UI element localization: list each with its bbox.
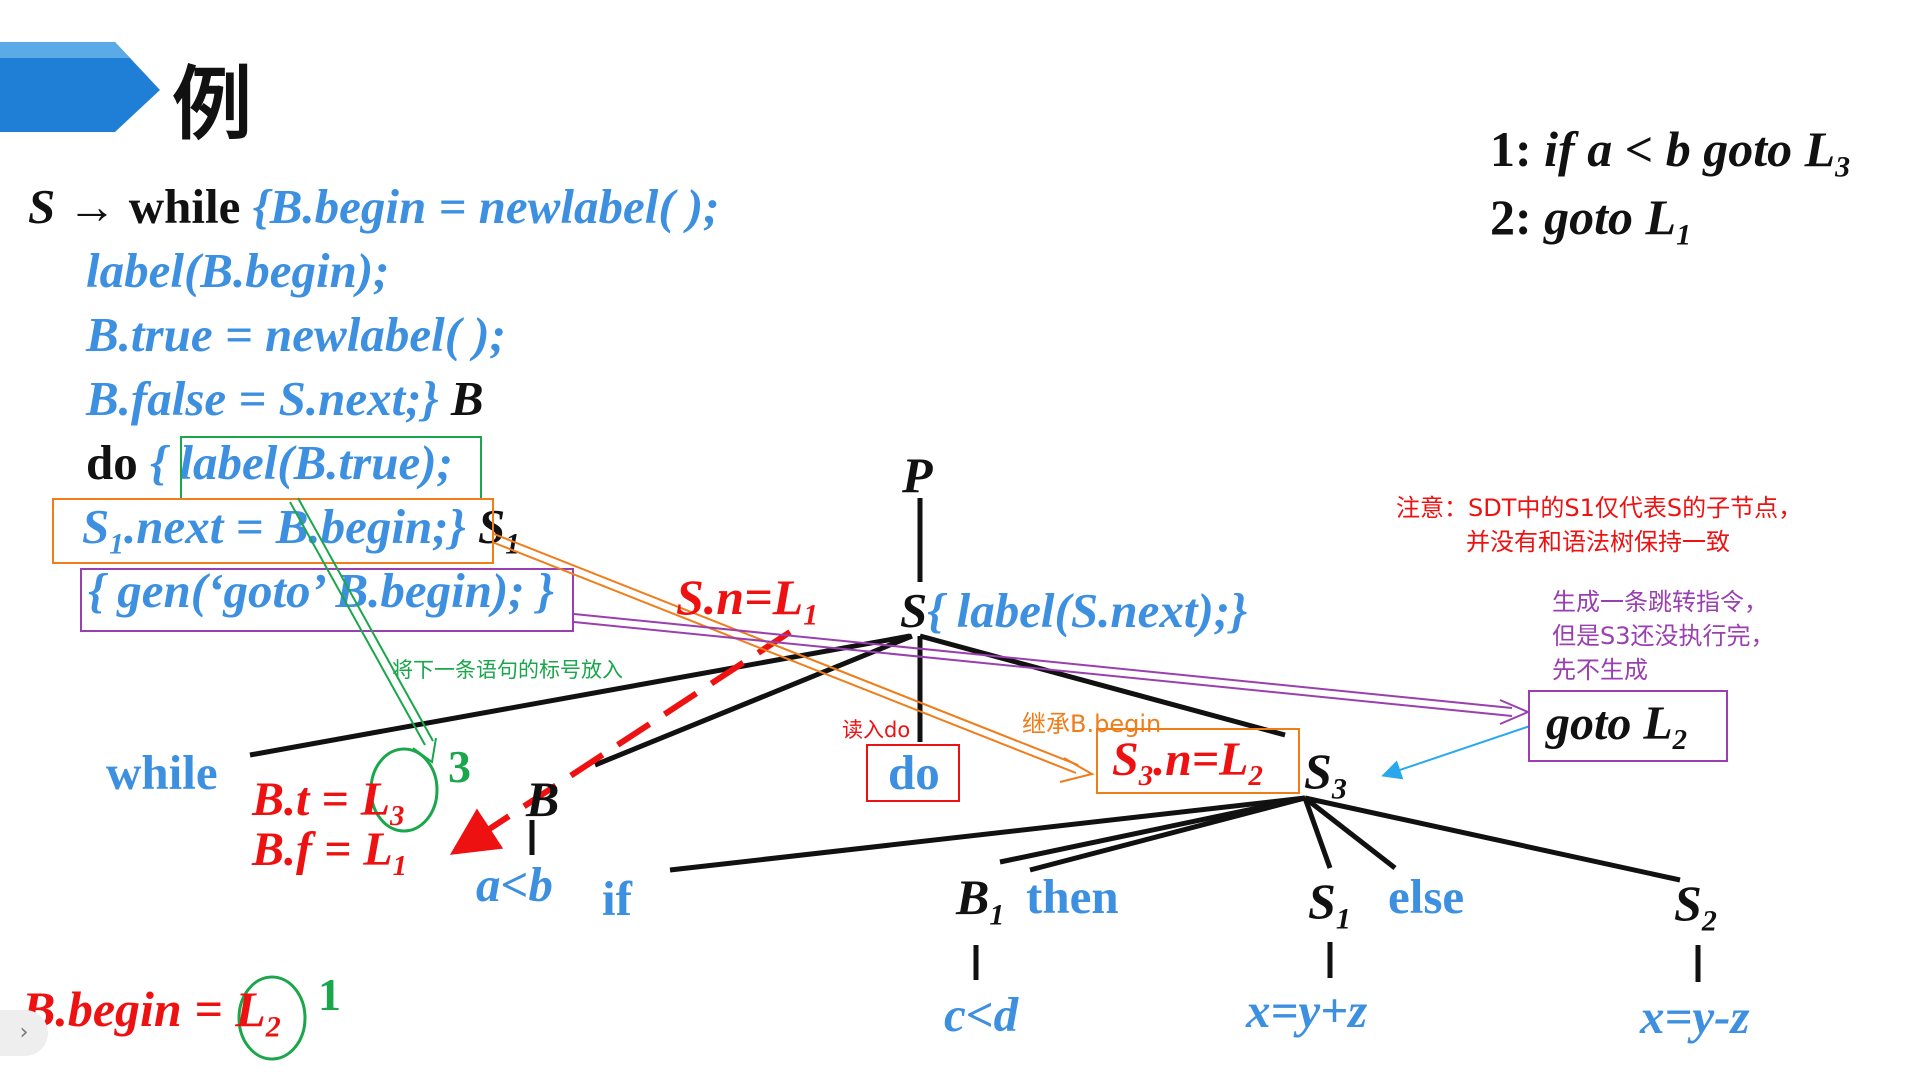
node-P: P xyxy=(902,447,933,503)
node-B1: B1 xyxy=(956,868,1004,930)
attr-S-next-text: S.n=L xyxy=(676,569,804,625)
sdt-brace: { xyxy=(150,435,168,490)
attr-S3-next: S3.n=L2 xyxy=(1112,732,1263,790)
attr-B-begin-sub: 2 xyxy=(265,1010,281,1044)
node-do: do xyxy=(888,745,940,800)
attr-B-begin-text: B.begin = xyxy=(22,981,223,1037)
node-a-lt-b: a<b xyxy=(476,857,553,912)
sdt-line-2: label(B.begin); xyxy=(86,243,390,298)
sdt-gen-goto: { gen(‘goto’ B.begin); xyxy=(88,563,525,618)
sdt-action-4: B.false = S.next;} xyxy=(86,371,439,426)
sdt-semicolon: ; xyxy=(436,435,453,490)
orange-box-s1-next xyxy=(52,498,494,564)
node-S1-label: S xyxy=(1308,873,1336,929)
node-S2-sub: 2 xyxy=(1701,904,1717,938)
node-else: else xyxy=(1388,869,1465,924)
sdt-s1-sub: 1 xyxy=(109,528,124,561)
sdt-do-keyword: do xyxy=(86,435,138,490)
node-do-box xyxy=(866,744,960,802)
node-x-eq-y-plus-z: x=y+z xyxy=(1246,983,1368,1038)
code-line-1-num: 1: xyxy=(1490,121,1532,177)
sdt-close-brace: } xyxy=(536,563,554,618)
attr-S-next: S.n=L1 xyxy=(676,568,818,630)
purple-box-goto-L2 xyxy=(1528,690,1728,762)
attr-S3-next-text: .n=L xyxy=(1153,733,1249,786)
code-line-1: 1: if a < b goto L3 xyxy=(1490,120,1850,182)
page-title: 例 xyxy=(172,58,252,151)
sdt-line-1: S → while {B.begin = newlabel( ); xyxy=(28,178,720,235)
attr-B-false-text: B.f = L xyxy=(252,823,393,876)
note-red-line-2: 并没有和语法树保持一致 xyxy=(1466,528,1730,556)
note-inherit-begin: 继承B.begin xyxy=(1022,710,1162,738)
goto-L2: goto L2 xyxy=(1546,696,1687,754)
title-banner xyxy=(0,42,160,132)
sdt-while-keyword: while xyxy=(128,179,241,234)
node-S2-label: S xyxy=(1674,875,1702,931)
note-read-do: 读入do xyxy=(842,718,911,742)
attr-B-true-text: B.t = xyxy=(252,773,361,826)
node-S: S{ label(S.next);} xyxy=(900,582,1247,639)
code-line-1-text: if a < b goto L xyxy=(1544,121,1836,177)
node-S1-sub: 1 xyxy=(1335,902,1351,936)
attr-B-begin-L: L xyxy=(235,981,266,1037)
code-line-2-num: 2: xyxy=(1490,189,1532,245)
sdt-line-5: do { label(B.true); xyxy=(86,434,453,491)
note-purple-line-2: 但是S3还没执行完， xyxy=(1552,622,1775,650)
node-S3: S3 xyxy=(1304,742,1347,804)
node-S2: S2 xyxy=(1674,874,1717,936)
sdt-line-4: B.false = S.next;} B xyxy=(86,370,484,427)
attr-S3-next-sub2: 2 xyxy=(1248,760,1263,793)
chevron-right-icon: › xyxy=(19,1020,29,1045)
node-B1-sub: 1 xyxy=(989,898,1005,932)
node-c-lt-d: c<d xyxy=(944,987,1019,1042)
node-S1: S1 xyxy=(1308,872,1351,934)
attr-S-next-sub: 1 xyxy=(803,598,819,632)
sdt-line-3: B.true = newlabel( ); xyxy=(86,307,506,362)
node-S-action: { label(S.next);} xyxy=(927,583,1248,638)
sdt-label-btrue: label(B.true) xyxy=(179,435,437,490)
orange-box-S3-next xyxy=(1096,728,1300,794)
note-green: 将下一条语句的标号放入 xyxy=(392,658,623,682)
sdt-s1: S xyxy=(82,499,110,554)
step-number-1: 1 xyxy=(318,969,341,1020)
node-S3-label: S xyxy=(1304,743,1332,799)
prev-slide-button[interactable]: › xyxy=(0,1010,48,1056)
sdt-action-1: {B.begin = newlabel( ); xyxy=(252,179,720,234)
sdt-line-7: { gen(‘goto’ B.begin); } xyxy=(88,562,554,619)
attr-B-begin: B.begin = L2 xyxy=(22,980,281,1042)
attr-B-true-L: L xyxy=(360,773,391,826)
attr-S3-next-sub: 3 xyxy=(1138,760,1154,793)
attr-B-false: B.f = L1 xyxy=(252,822,407,880)
goto-L2-text: goto L xyxy=(1546,697,1673,750)
node-B1-label: B xyxy=(956,869,990,925)
attr-B-true: B.t = L3 xyxy=(252,772,404,830)
code-line-2-text: goto L xyxy=(1544,189,1677,245)
node-S3-sub: 3 xyxy=(1331,772,1347,806)
node-B: B xyxy=(526,771,560,827)
code-line-2-sub: 1 xyxy=(1676,218,1692,252)
node-x-eq-y-minus-z: x=y-z xyxy=(1640,989,1750,1044)
node-while: while xyxy=(106,745,218,800)
node-S-label: S xyxy=(900,583,928,638)
sdt-s1-next: .next = B.begin;} xyxy=(123,499,466,554)
sdt-line-6: S1.next = B.begin;} S1 xyxy=(82,498,520,559)
goto-L2-sub: 2 xyxy=(1672,724,1688,757)
note-red-line-1: 注意：SDT中的S1仅代表S的子节点， xyxy=(1396,494,1803,522)
sdt-arrow: → xyxy=(67,179,117,234)
note-purple-line-3: 先不生成 xyxy=(1552,656,1648,684)
note-purple-line-1: 生成一条跳转指令， xyxy=(1552,588,1768,616)
node-then: then xyxy=(1026,869,1119,924)
code-line-2: 2: goto L1 xyxy=(1490,188,1691,250)
sdt-sym-B: B xyxy=(450,371,484,426)
node-if: if xyxy=(602,871,632,926)
sdt-lhs: S xyxy=(28,179,56,234)
attr-B-false-sub: 1 xyxy=(392,850,408,883)
attr-S3-next-S: S xyxy=(1112,733,1139,786)
attr-B-true-sub: 3 xyxy=(390,800,405,833)
step-number-3: 3 xyxy=(448,741,471,792)
code-line-1-sub: 3 xyxy=(1835,150,1851,184)
